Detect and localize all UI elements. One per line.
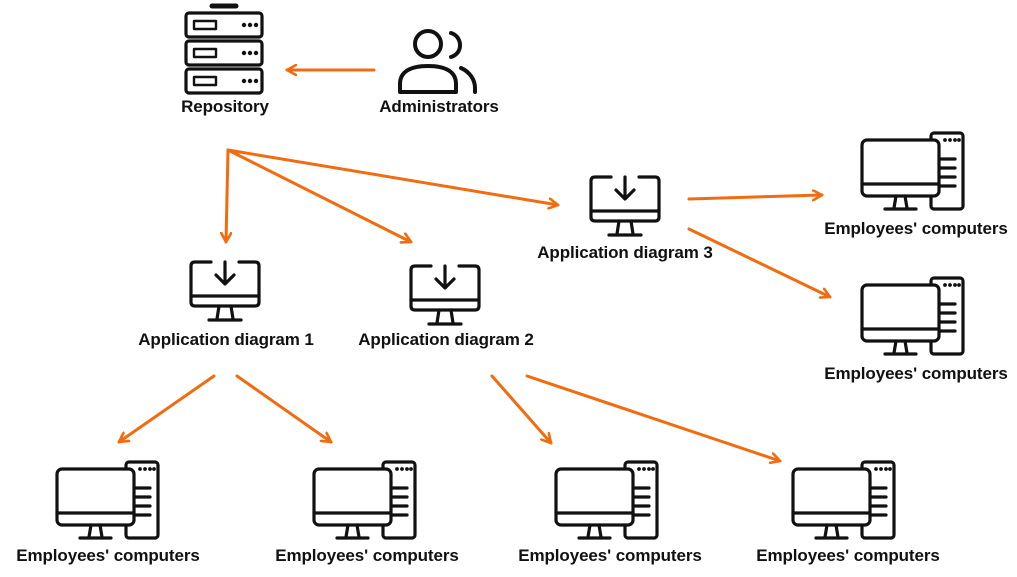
computers-node-5	[553, 460, 661, 542]
desktop-computer-icon	[791, 460, 896, 540]
monitor-download-icon	[409, 264, 481, 326]
computers-label-5: Employees' computers	[518, 546, 702, 565]
computers-label-6: Employees' computers	[756, 546, 940, 565]
computers-label-4: Employees' computers	[275, 546, 459, 565]
computers-node-1	[859, 131, 967, 213]
app-diagram-2-node	[409, 263, 481, 329]
arrow-repository-to-app-diagram-2	[226, 148, 413, 242]
arrow-app-diagram-1-to-computers-3	[117, 374, 216, 444]
arrow-app-diagram-2-to-computers-6	[525, 374, 782, 461]
arrow-app-diagram-1-to-computers-4	[235, 374, 333, 444]
app-diagram-3-label: Application diagram 3	[537, 243, 713, 262]
computers-label-1: Employees' computers	[824, 219, 1008, 238]
desktop-computer-icon	[554, 460, 659, 540]
app-diagram-2-label: Application diagram 2	[358, 330, 534, 349]
arrow-app-diagram-3-to-computers-2	[687, 227, 832, 297]
computers-node-6	[790, 460, 898, 542]
desktop-computer-icon	[312, 460, 417, 540]
arrow-app-diagram-2-to-computers-5	[490, 374, 553, 445]
monitor-download-icon	[189, 260, 261, 322]
app-diagram-3-node	[589, 174, 661, 240]
arrow-app-diagram-3-to-computers-1	[687, 195, 824, 199]
computers-label-2: Employees' computers	[824, 364, 1008, 383]
app-diagram-1-label: Application diagram 1	[138, 330, 314, 349]
desktop-computer-icon	[55, 460, 160, 540]
computers-node-4	[311, 460, 419, 542]
arrow-repository-to-app-diagram-3	[226, 148, 560, 205]
administrators-label: Administrators	[379, 97, 499, 116]
computers-label-3: Employees' computers	[16, 546, 200, 565]
computers-node-3	[54, 460, 162, 542]
monitor-download-icon	[589, 175, 661, 237]
desktop-computer-icon	[860, 131, 965, 211]
desktop-computer-icon	[860, 276, 965, 356]
repository-label: Repository	[181, 97, 269, 116]
app-diagram-1-node	[189, 259, 261, 325]
computers-node-2	[859, 276, 967, 358]
arrow-repository-to-app-diagram-1	[226, 148, 228, 244]
